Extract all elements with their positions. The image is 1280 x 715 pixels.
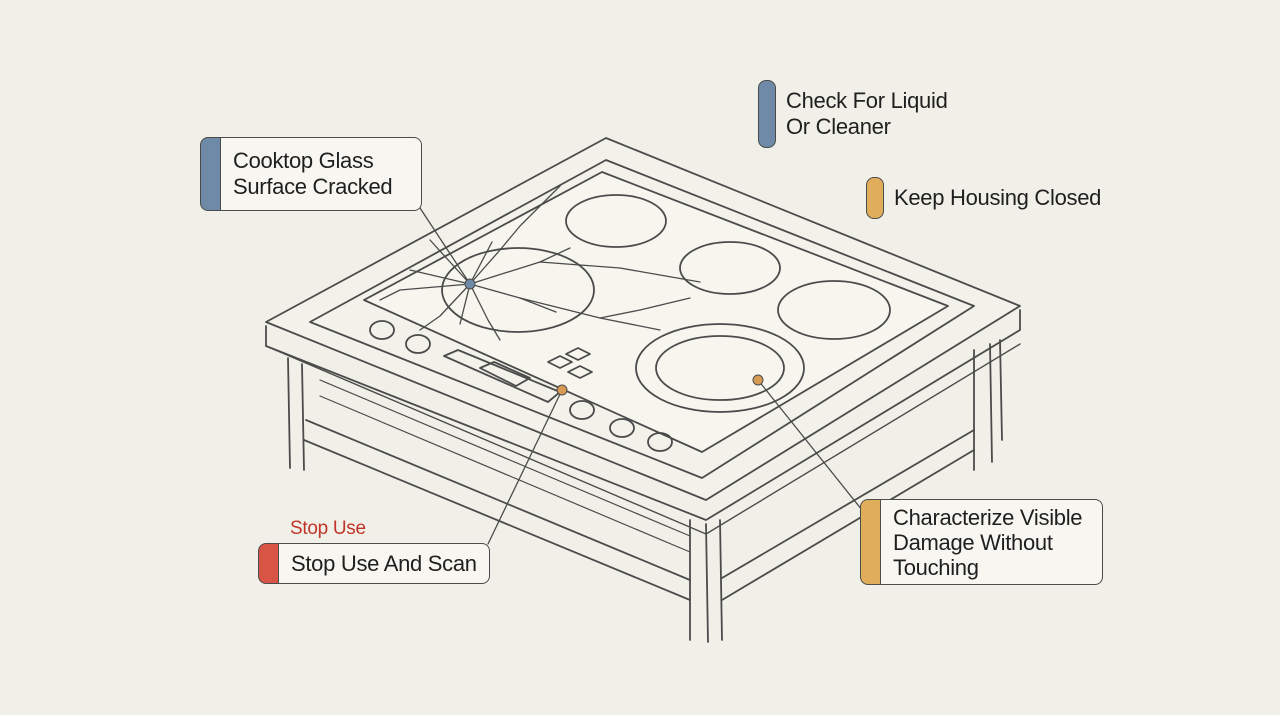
panel-marker-dot xyxy=(556,384,568,396)
callout-color-bar xyxy=(860,499,880,585)
burner-marker-dot xyxy=(752,374,764,386)
callout-color-bar xyxy=(758,80,776,148)
callout-characterize-damage: Characterize Visible Damage Without Touc… xyxy=(860,499,1103,585)
callout-check-liquid: Check For Liquid Or Cleaner xyxy=(758,80,988,148)
leader-lines xyxy=(419,207,863,545)
callout-color-bar xyxy=(866,177,884,219)
callout-keep-housing-closed: Keep Housing Closed xyxy=(866,177,1136,219)
callout-text: Stop Use And Scan xyxy=(278,543,490,584)
callout-text: Cooktop Glass Surface Cracked xyxy=(220,137,422,211)
callout-color-bar xyxy=(258,543,278,584)
table-frame xyxy=(265,309,1021,521)
crack-marker-dot xyxy=(464,278,476,290)
callout-text: Check For Liquid Or Cleaner xyxy=(786,88,948,139)
cooktop-inner-rim xyxy=(309,159,975,479)
callout-glass-cracked: Cooktop Glass Surface Cracked xyxy=(200,137,422,211)
burners xyxy=(441,194,891,413)
callout-stop-use-scan: Stop Use And Scan xyxy=(258,543,490,584)
table-legs xyxy=(287,339,1003,643)
callout-text: Characterize Visible Damage Without Touc… xyxy=(880,499,1103,585)
glass-cracks xyxy=(379,185,701,341)
stop-use-tag: Stop Use xyxy=(290,518,366,539)
control-knobs xyxy=(369,320,673,452)
cooktop-glass xyxy=(363,171,949,453)
callout-text: Keep Housing Closed xyxy=(894,185,1102,210)
callout-color-bar xyxy=(200,137,220,211)
